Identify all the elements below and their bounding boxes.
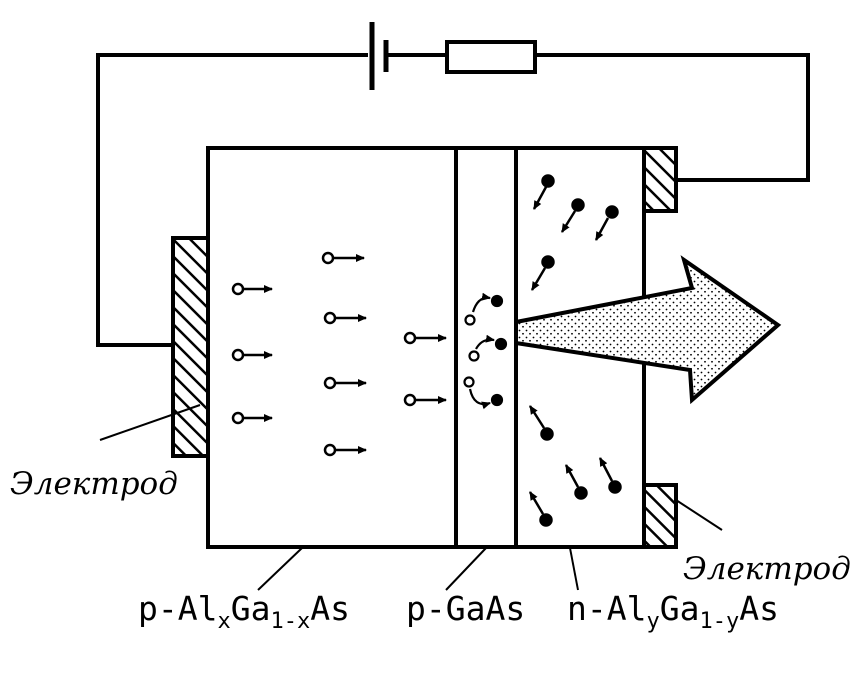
- electron: [528, 405, 554, 441]
- hole: [231, 348, 273, 362]
- electrode-right-bottom: [642, 483, 678, 549]
- electron: [564, 464, 588, 500]
- leader-n-algaas: [569, 547, 579, 591]
- layer-p-algaas-label: p-AlxGa1-xAs: [138, 589, 350, 634]
- light-beam-arrow: [514, 255, 782, 405]
- electrode-left: [171, 236, 210, 458]
- electron: [532, 174, 555, 210]
- hole: [231, 282, 273, 296]
- electron: [530, 255, 555, 291]
- electrode-left-label: Электрод: [10, 466, 178, 502]
- electron: [598, 457, 622, 494]
- circuit-wire: [96, 53, 368, 347]
- leader-p-gaas: [445, 547, 487, 591]
- recombination-pair: [463, 376, 504, 410]
- hole: [231, 411, 273, 425]
- electron: [560, 198, 585, 233]
- circuit-wire: [535, 53, 810, 182]
- electron: [594, 205, 619, 241]
- electron: [528, 491, 553, 527]
- layer-p-gaas-label: p-GaAs: [406, 589, 525, 628]
- leader-electrode-left: [99, 404, 201, 441]
- hole: [403, 331, 447, 345]
- hole: [321, 251, 365, 265]
- external-circuit: [96, 22, 810, 347]
- layer-p-algaas: [206, 146, 458, 549]
- recombination-pair: [464, 292, 504, 326]
- leader-lines: [99, 404, 723, 591]
- layer-n-algaas-label: n-AlyGa1-yAs: [567, 589, 779, 634]
- recombination-pairs: [463, 292, 508, 410]
- leader-p-algaas: [257, 547, 303, 591]
- holes-group: [231, 251, 447, 457]
- hole: [323, 311, 367, 325]
- hole: [323, 443, 367, 457]
- hole: [323, 376, 367, 390]
- resistor: [445, 40, 537, 74]
- layer-p-gaas: [454, 146, 518, 549]
- electrode-right-label: Электрод: [683, 551, 851, 587]
- leader-electrode-right: [675, 499, 723, 531]
- recombination-pair: [468, 334, 508, 362]
- hole: [403, 393, 447, 407]
- electrode-right-top: [642, 146, 678, 213]
- electrons-group: [528, 174, 622, 527]
